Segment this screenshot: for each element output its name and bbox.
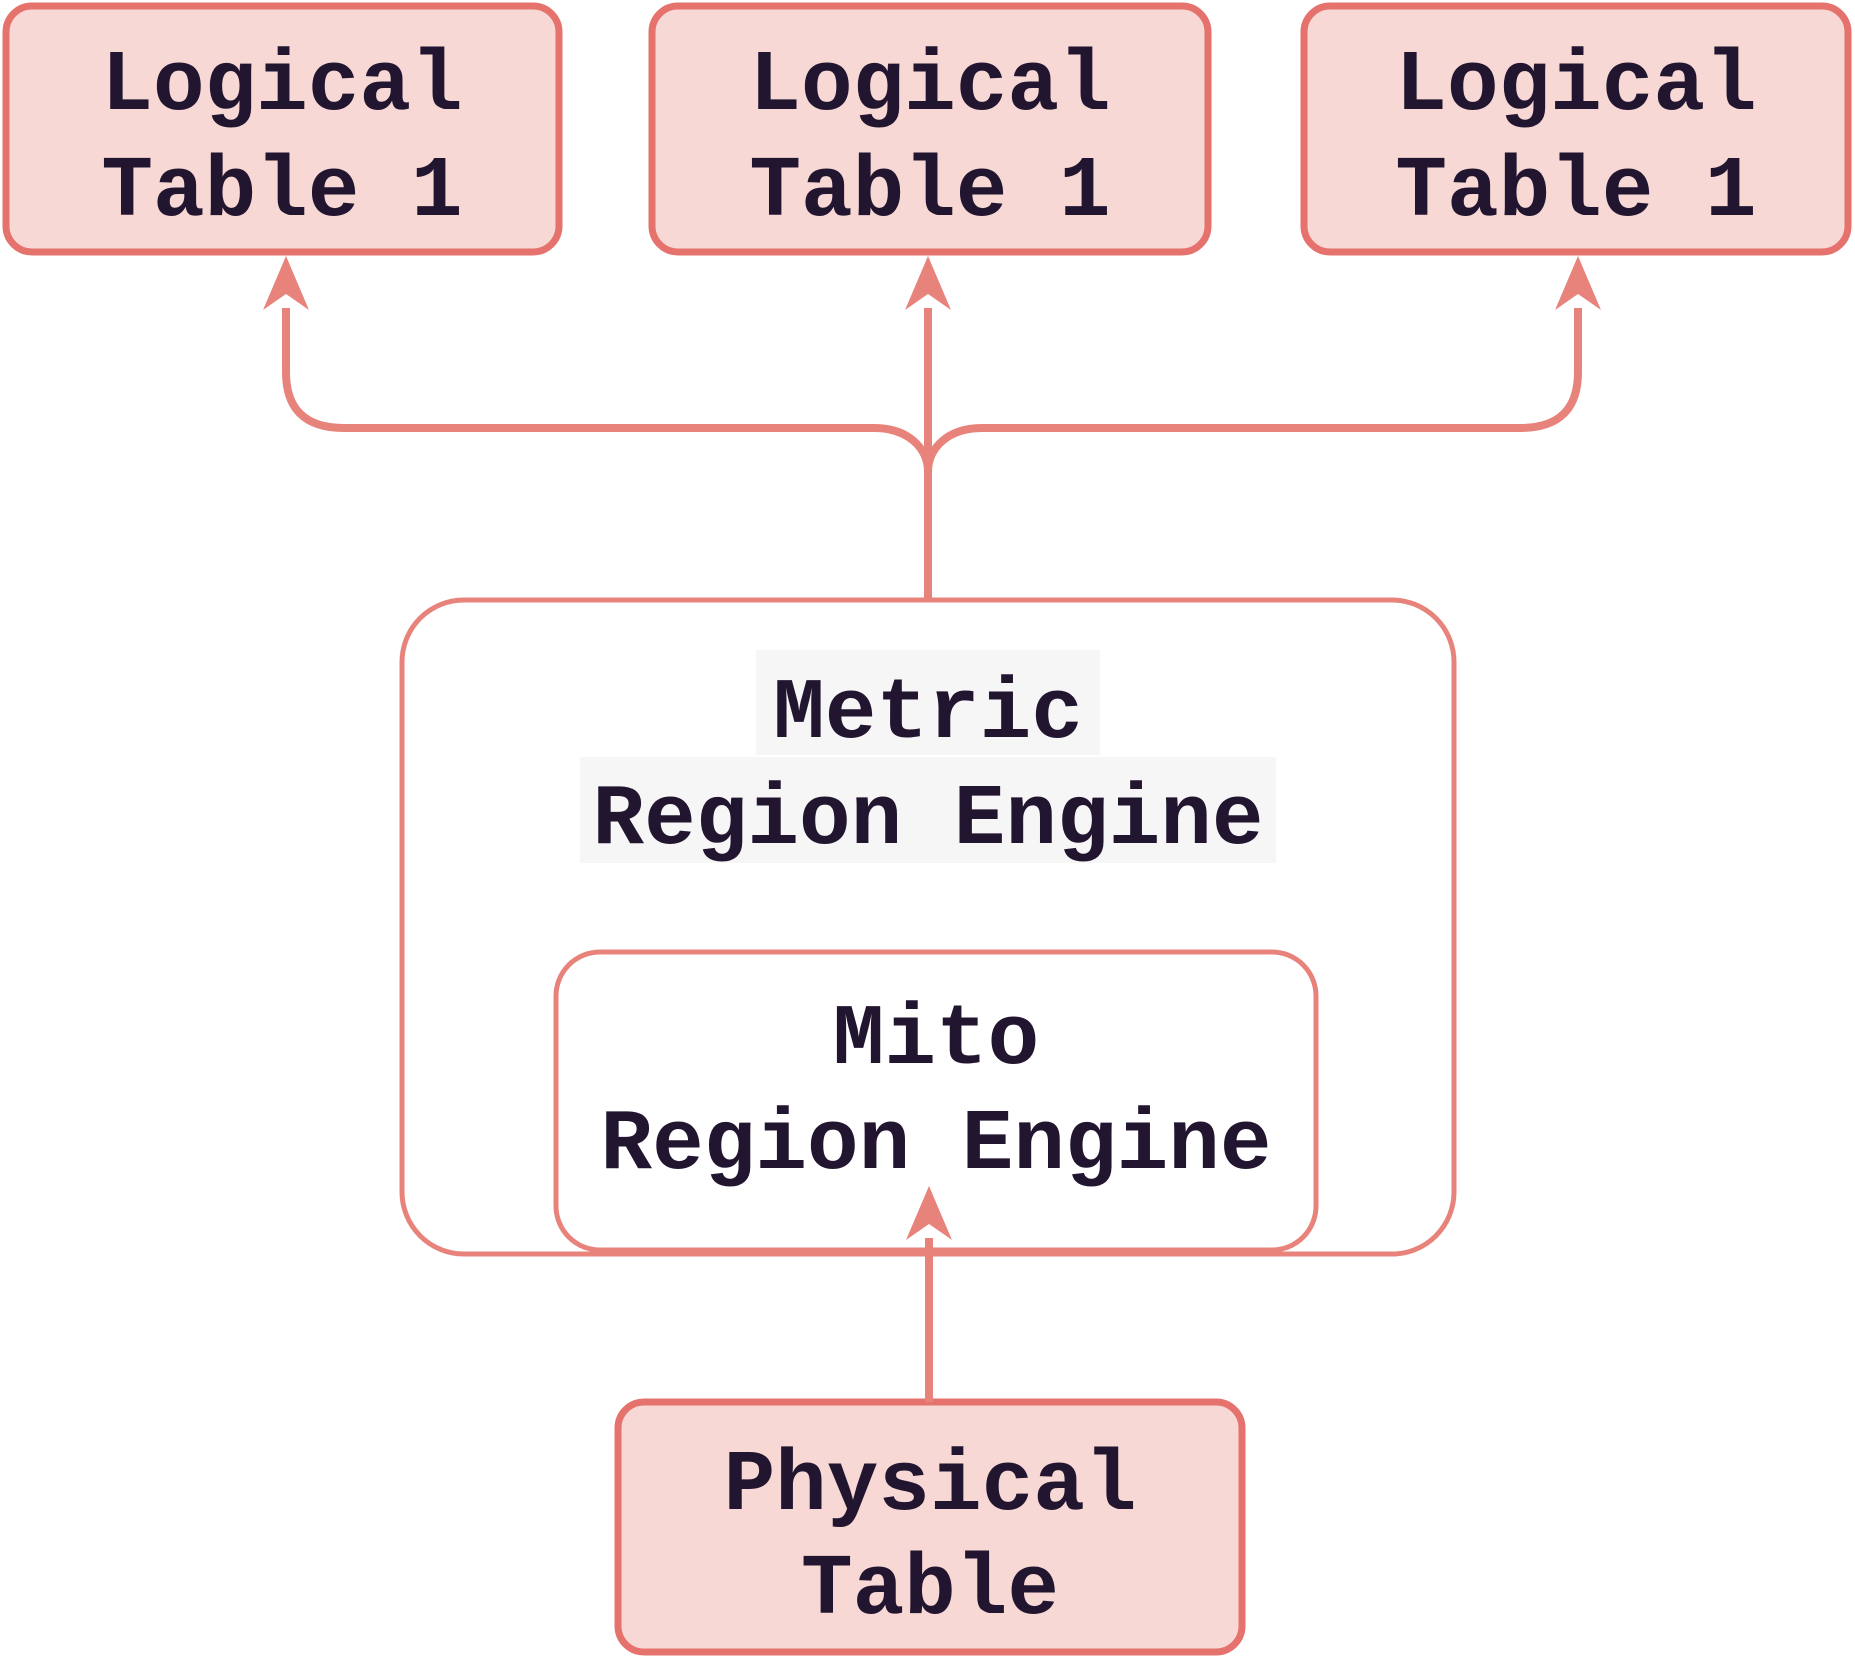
edge-metric-to-logical-middle <box>905 256 951 600</box>
arrowhead-up-icon <box>906 1186 952 1240</box>
logical-table-left-line1: Logical <box>101 37 462 135</box>
physical-table-line1: Physical <box>724 1437 1137 1535</box>
metric-label-background <box>756 650 1100 755</box>
node-mito-region-engine: Mito Region Engine <box>553 949 1319 1253</box>
node-physical-table: Physical Table <box>614 1398 1246 1656</box>
edge-line <box>282 308 932 473</box>
physical-table-line2: Table <box>801 1541 1059 1639</box>
logical-table-left-box <box>2 2 563 256</box>
logical-table-left-line2: Table 1 <box>101 143 462 241</box>
logical-table-middle-box <box>648 2 1212 256</box>
node-logical-table-middle: Logical Table 1 <box>648 2 1212 256</box>
edge-physical-to-mito <box>906 1186 952 1402</box>
node-logical-table-left: Logical Table 1 <box>2 2 563 256</box>
metric-label-line2: Region Engine <box>593 771 1264 869</box>
mito-region-engine-box <box>553 949 1319 1253</box>
logical-table-middle-line1: Logical <box>749 37 1110 135</box>
metric-label-line1: Metric <box>773 665 1083 763</box>
mito-label-line2: Region Engine <box>601 1096 1272 1194</box>
arrowhead-up-icon <box>1555 256 1601 310</box>
arrowhead-up-icon <box>905 256 951 310</box>
logical-table-right-box <box>1300 2 1852 256</box>
edge-metric-to-logical-left <box>263 256 932 473</box>
mito-label-line1: Mito <box>833 991 1039 1089</box>
edge-line <box>924 308 1582 473</box>
arrowhead-up-icon <box>263 256 309 310</box>
logical-table-right-line2: Table 1 <box>1395 143 1756 241</box>
logical-table-middle-line2: Table 1 <box>749 143 1110 241</box>
metric-label-background <box>580 757 1276 863</box>
logical-table-right-line1: Logical <box>1395 37 1756 135</box>
edge-metric-to-logical-right <box>924 256 1601 473</box>
node-logical-table-right: Logical Table 1 <box>1300 2 1852 256</box>
